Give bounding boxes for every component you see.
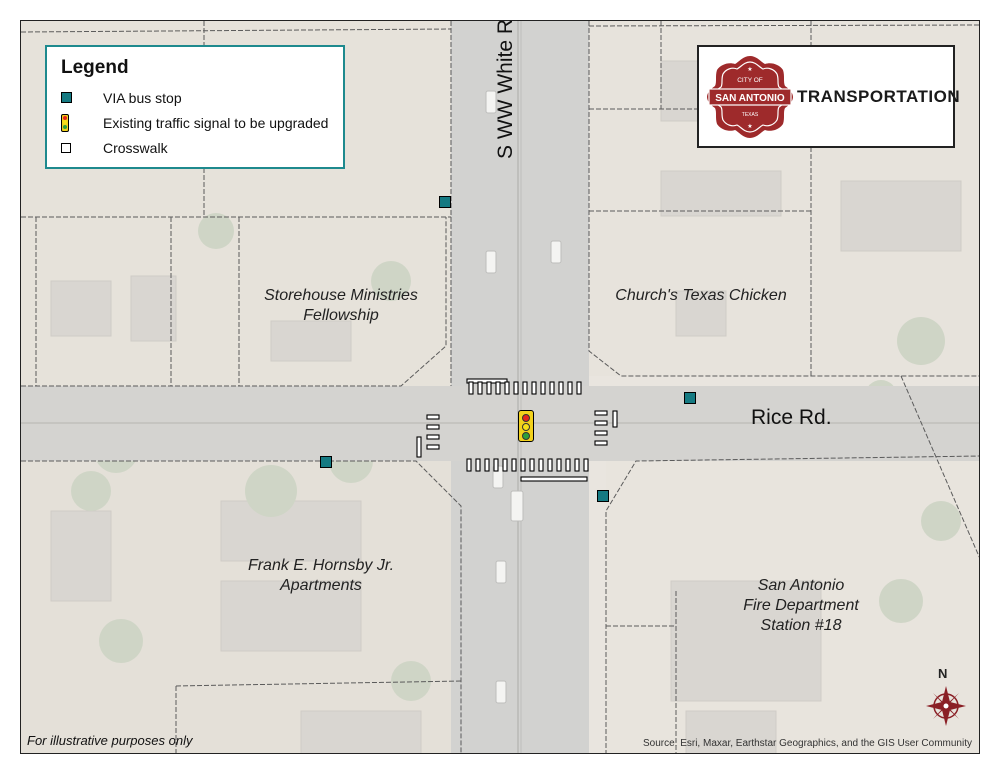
legend-item-crosswalk: Crosswalk [61,135,329,160]
bus-stop-marker[interactable] [320,456,332,468]
logo-bottom-text: TEXAS [742,112,759,118]
legend-item-label: VIA bus stop [103,89,182,106]
legend-item-bus-stop: VIA bus stop [61,85,329,110]
bus-stop-marker[interactable] [597,490,609,502]
city-seal-icon: SAN ANTONIO CITY OF TEXAS ★ ★ [707,56,793,138]
signal-green-light [522,432,530,440]
place-label-hornsby: Frank E. Hornsby Jr.Apartments [247,557,395,594]
logo-banner-text: SAN ANTONIO [715,93,785,104]
crosswalk-icon [61,142,83,153]
place-label-churchs: Church's Texas Chicken [615,287,787,304]
north-label: N [938,666,948,681]
vehicles [485,90,562,704]
bus-stop-icon [61,92,83,103]
street-label-ww-white: S WW White Rd. [494,20,517,159]
disclaimer-text: For illustrative purposes only [27,733,193,748]
svg-text:★: ★ [747,66,752,73]
crosswalks [416,378,618,482]
logo-top-text: CITY OF [737,77,763,84]
source-attribution: Source: Esri, Maxar, Earthstar Geographi… [642,738,972,749]
bus-stop-marker[interactable] [684,392,696,404]
legend-item-label: Crosswalk [103,139,168,156]
department-name: TRANSPORTATION [797,87,961,106]
city-logo-box: SAN ANTONIO CITY OF TEXAS ★ ★ TRANSPORTA… [697,45,960,148]
bus-stop-marker[interactable] [439,196,451,208]
signal-red-light [522,414,530,422]
traffic-signal-icon [61,113,83,132]
street-label-rice: Rice Rd. [751,406,832,429]
legend-panel: Legend VIA bus stop Existing traffic sig… [45,45,345,169]
legend-title: Legend [61,57,129,78]
building-footprints [50,60,962,753]
legend-item-label: Existing traffic signal to be upgraded [103,114,329,131]
signal-yellow-light [522,423,530,431]
legend-item-traffic-signal: Existing traffic signal to be upgraded [61,110,329,135]
svg-text:★: ★ [747,123,752,130]
compass-rose-icon [926,686,966,726]
traffic-signal-icon[interactable] [518,410,534,442]
